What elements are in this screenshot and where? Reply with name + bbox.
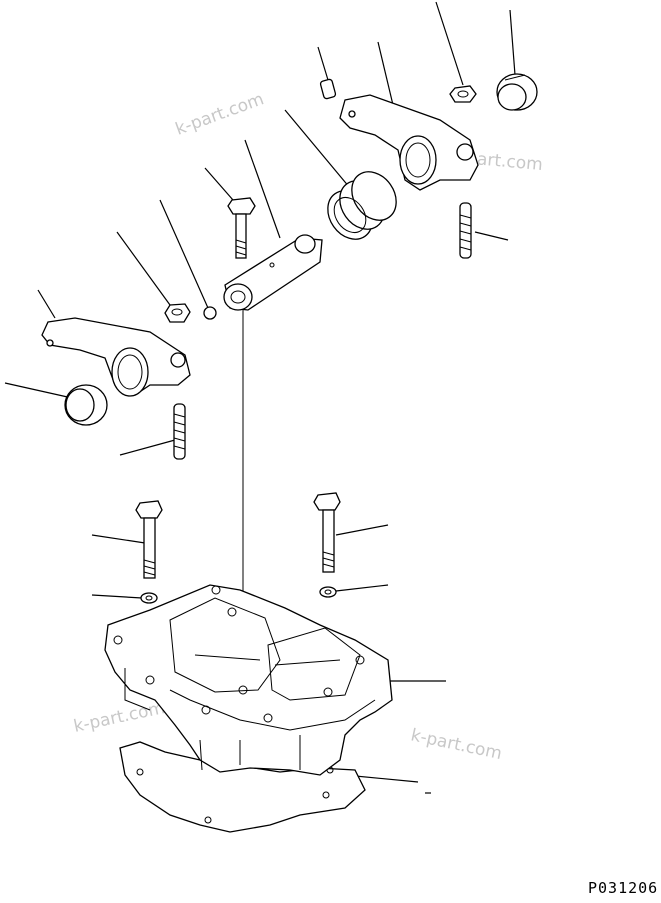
rocker-shaft-icon	[223, 234, 323, 311]
bolt-icon	[227, 197, 256, 259]
gasket-icon	[119, 741, 366, 833]
bushing-icon	[64, 384, 108, 426]
spring-icon	[327, 171, 397, 240]
nut-icon	[449, 85, 477, 103]
rocker-arm-icon	[339, 94, 479, 191]
ball-icon	[203, 306, 217, 320]
pin-icon	[319, 78, 337, 100]
adjusting-screw-icon	[459, 202, 472, 259]
rocker-arm-icon	[41, 317, 191, 397]
watermark-3: k-part.com	[72, 698, 167, 737]
washer-icon	[319, 586, 337, 598]
bolt-icon	[135, 500, 163, 579]
watermark-4: k-part.com	[409, 725, 504, 764]
adjusting-screw-icon	[173, 403, 186, 460]
figure-code: P031206	[588, 879, 658, 897]
washer-icon	[140, 592, 158, 604]
bushing-icon	[496, 73, 538, 111]
leader-lines	[4, 1, 516, 794]
watermark-1: k-part.com	[173, 89, 267, 139]
rocker-housing-icon	[104, 584, 393, 776]
bolt-icon	[313, 492, 341, 573]
nut-icon	[164, 303, 191, 323]
